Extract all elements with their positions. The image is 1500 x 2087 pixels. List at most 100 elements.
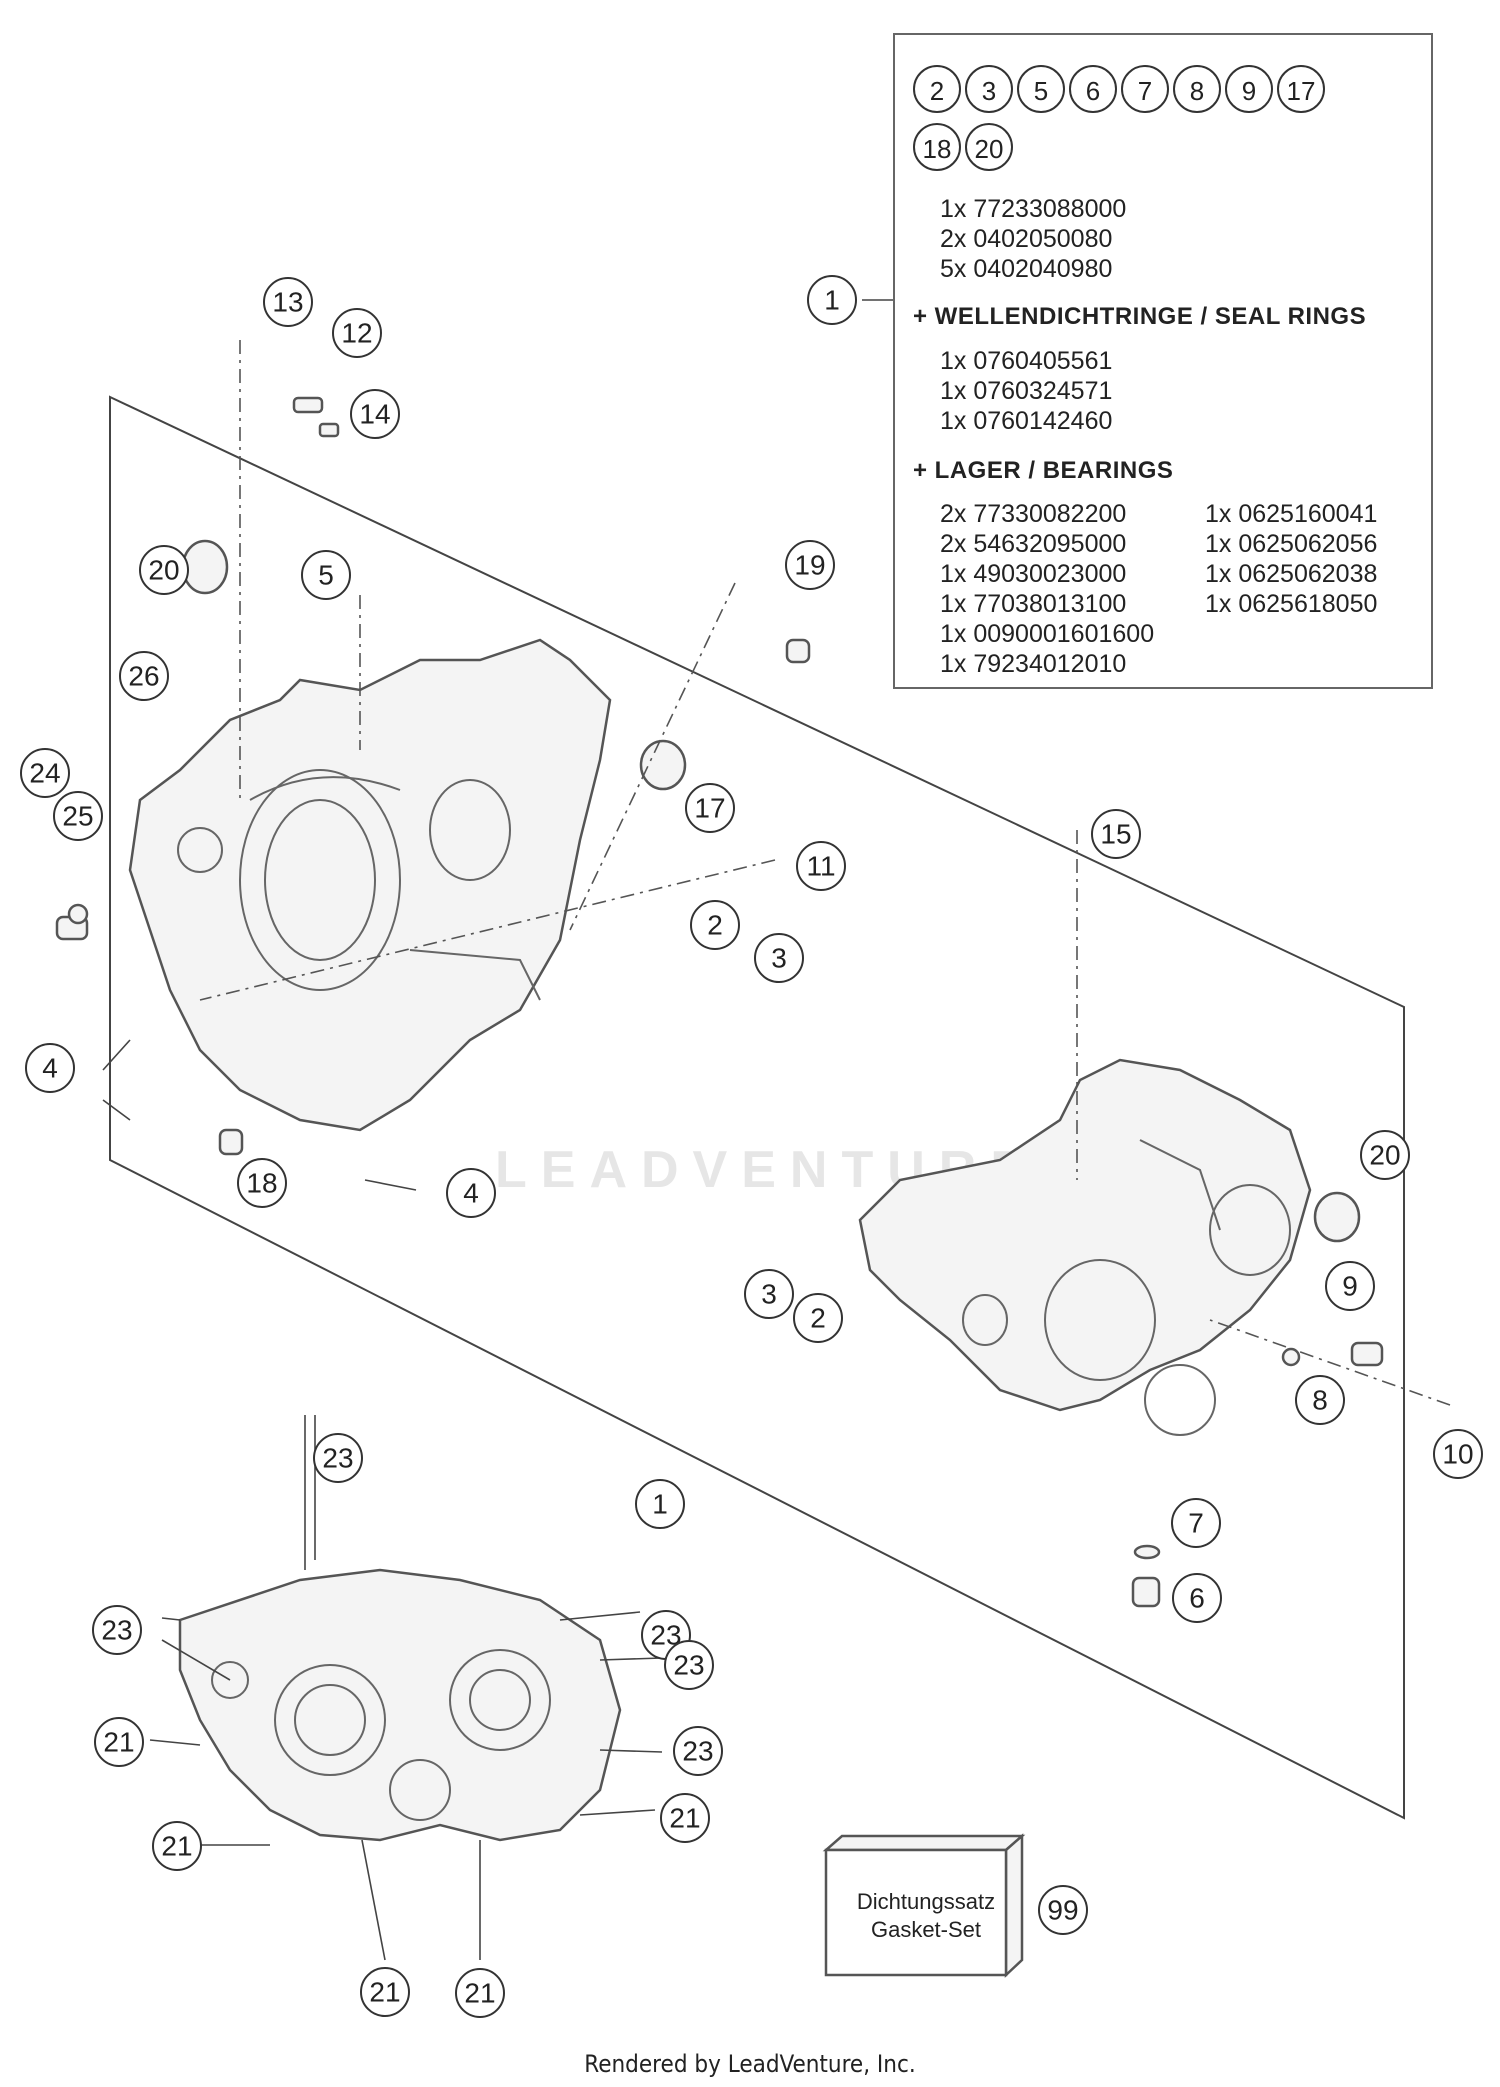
callout-26[interactable]: 26 [119, 651, 169, 701]
callout-21-right[interactable]: 21 [660, 1793, 710, 1843]
washer-25 [67, 903, 89, 925]
callout-99[interactable]: 99 [1038, 1885, 1088, 1935]
callout-21-left[interactable]: 21 [94, 1717, 144, 1767]
callout-7[interactable]: 7 [1171, 1498, 1221, 1548]
callout-8[interactable]: 8 [1295, 1375, 1345, 1425]
small-parts [55, 396, 1384, 1608]
callout-20-right[interactable]: 20 [1360, 1130, 1410, 1180]
callout-13[interactable]: 13 [263, 277, 313, 327]
svg-text:24: 24 [29, 758, 60, 789]
seal-ring-line: 1x 0760324571 [940, 377, 1113, 405]
callout-1-main[interactable]: 1 [635, 1479, 685, 1529]
svg-text:21: 21 [103, 1727, 134, 1758]
bearing-20-left [181, 539, 229, 595]
svg-text:1: 1 [824, 285, 840, 316]
callout-21-bottom-2[interactable]: 21 [455, 1968, 505, 2018]
svg-text:20: 20 [1369, 1140, 1400, 1171]
callout-11[interactable]: 11 [796, 841, 846, 891]
right-crankcase-half [858, 1058, 1312, 1436]
sleeve-19 [785, 638, 811, 664]
callout-23-right-2[interactable]: 23 [664, 1640, 714, 1690]
callout-23-left[interactable]: 23 [92, 1605, 142, 1655]
leader-lines [102, 299, 895, 1961]
callout-14[interactable]: 14 [350, 389, 400, 439]
bearing-20-right [1313, 1191, 1361, 1243]
kit-callout[interactable]: 2 [913, 65, 961, 113]
svg-text:9: 9 [1342, 1271, 1358, 1302]
svg-text:21: 21 [161, 1831, 192, 1862]
sleeve-18 [218, 1128, 244, 1156]
callout-6[interactable]: 6 [1172, 1573, 1222, 1623]
callout-2-bottom[interactable]: 2 [793, 1293, 843, 1343]
callout-23-top[interactable]: 23 [313, 1433, 363, 1483]
svg-text:23: 23 [682, 1736, 713, 1767]
svg-text:11: 11 [806, 851, 835, 882]
callout-25[interactable]: 25 [53, 791, 103, 841]
bearing-line: 1x 49030023000 [940, 560, 1127, 588]
callout-17[interactable]: 17 [685, 783, 735, 833]
callout-21-bottom-1[interactable]: 21 [360, 1967, 410, 2017]
callout-15[interactable]: 15 [1091, 809, 1141, 859]
callout-1-kit[interactable]: 1 [807, 275, 857, 325]
svg-text:20: 20 [148, 555, 179, 586]
callout-12[interactable]: 12 [332, 308, 382, 358]
callout-3-bottom[interactable]: 3 [744, 1269, 794, 1319]
callout-10[interactable]: 10 [1433, 1429, 1483, 1479]
callout-18[interactable]: 18 [237, 1158, 287, 1208]
kit-callout[interactable]: 18 [913, 123, 961, 171]
crankcase-rear-view [178, 1568, 622, 1842]
svg-text:26: 26 [128, 661, 159, 692]
bearing-line: 1x 0625062056 [1205, 530, 1378, 558]
svg-text:10: 10 [1442, 1439, 1473, 1470]
svg-text:23: 23 [322, 1443, 353, 1474]
svg-text:21: 21 [464, 1978, 495, 2009]
kit-callout[interactable]: 9 [1225, 65, 1273, 113]
svg-text:21: 21 [369, 1977, 400, 2008]
svg-text:13: 13 [272, 287, 303, 318]
bearing-line: 2x 77330082200 [940, 500, 1127, 528]
callout-4-left[interactable]: 4 [25, 1043, 75, 1093]
callout-9[interactable]: 9 [1325, 1261, 1375, 1311]
kit-callout[interactable]: 6 [1069, 65, 1117, 113]
callout-5[interactable]: 5 [301, 550, 351, 600]
svg-text:21: 21 [669, 1803, 700, 1834]
svg-text:25: 25 [62, 801, 93, 832]
seal-7 [1133, 1544, 1161, 1560]
callout-3-top[interactable]: 3 [754, 933, 804, 983]
kit-callout[interactable]: 20 [965, 123, 1013, 171]
callout-24[interactable]: 24 [20, 748, 70, 798]
kit-callout[interactable]: 3 [965, 65, 1013, 113]
callout-21-bottom-left[interactable]: 21 [152, 1821, 202, 1871]
svg-text:3: 3 [771, 943, 787, 974]
kit-callout[interactable]: 17 [1277, 65, 1325, 113]
kit-callout[interactable]: 5 [1017, 65, 1065, 113]
kit-callout[interactable]: 7 [1121, 65, 1169, 113]
bearing-line: 2x 54632095000 [940, 530, 1127, 558]
svg-text:4: 4 [463, 1178, 479, 1209]
callout-4-bottom[interactable]: 4 [446, 1168, 496, 1218]
svg-text:5: 5 [318, 560, 334, 591]
svg-text:2: 2 [810, 1303, 826, 1334]
seal-8 [1281, 1347, 1301, 1367]
bearing-line: 1x 77038013100 [940, 590, 1127, 618]
callout-20-left[interactable]: 20 [139, 545, 189, 595]
svg-text:1: 1 [652, 1489, 668, 1520]
kit-callout[interactable]: 8 [1173, 65, 1221, 113]
svg-text:99: 99 [1047, 1895, 1078, 1926]
gasket-label-de: Dichtungssatz [856, 1889, 996, 1914]
seal-ring-line: 1x 0760405561 [940, 347, 1113, 375]
bearing-line: 1x 0625062038 [1205, 560, 1378, 588]
seal-ring-line: 1x 0760142460 [940, 407, 1113, 435]
clip-12 [292, 396, 324, 414]
svg-text:7: 7 [1188, 1508, 1204, 1539]
svg-text:12: 12 [341, 318, 372, 349]
gasket-set-box [822, 1833, 1026, 1978]
callout-19[interactable]: 19 [785, 540, 835, 590]
plug-6 [1131, 1576, 1161, 1608]
callout-23-right-3[interactable]: 23 [673, 1726, 723, 1776]
gasket-set-label: Dichtungssatz Gasket-Set [826, 1888, 1026, 1944]
callout-2-top[interactable]: 2 [690, 900, 740, 950]
bearings-heading: + LAGER / BEARINGS [913, 457, 1174, 484]
